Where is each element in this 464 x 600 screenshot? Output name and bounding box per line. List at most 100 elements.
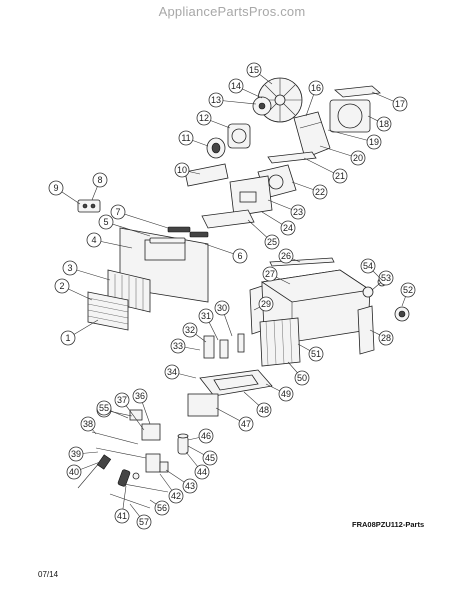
base-pan [199, 369, 273, 397]
callout-balloon [48, 180, 64, 196]
callout-balloon [308, 80, 324, 96]
callout-49: 49 [278, 386, 294, 402]
callout-number: 48 [259, 405, 269, 415]
callout-number: 41 [117, 511, 127, 521]
callout-balloon [170, 338, 186, 354]
callout-32: 32 [182, 322, 198, 338]
callout-leader-19 [327, 129, 375, 143]
model-label: FRA08PZU112-Parts [352, 520, 425, 529]
callout-number: 47 [241, 419, 251, 429]
callout-number: 30 [217, 303, 227, 313]
callout-number: 23 [293, 207, 303, 217]
callout-number: 12 [199, 113, 209, 123]
callout-number: 20 [353, 153, 363, 163]
fan-motor [394, 306, 410, 322]
callout-balloon [256, 402, 272, 418]
callout-31: 31 [198, 308, 214, 324]
callout-44: 44 [194, 464, 210, 480]
callout-balloon [228, 78, 244, 94]
callout-balloon [86, 232, 102, 248]
callout-number: 54 [363, 261, 373, 271]
callout-number: 6 [237, 251, 242, 261]
callout-number: 28 [381, 333, 391, 343]
callout-balloon [258, 296, 274, 312]
callout-12: 12 [196, 110, 212, 126]
callout-43: 43 [182, 478, 198, 494]
callout-balloon [278, 248, 294, 264]
callout-balloon [194, 464, 210, 480]
callout-46: 46 [198, 428, 214, 444]
control-bracket [229, 175, 273, 217]
control-knob-panel [77, 199, 101, 213]
callout-balloon [294, 370, 310, 386]
louver-assembly [149, 226, 209, 244]
callout-26: 26 [278, 248, 294, 264]
control-board [141, 423, 161, 441]
callout-56: 56 [154, 500, 170, 516]
callout-balloon [198, 428, 214, 444]
callout-balloon [60, 330, 76, 346]
callout-47: 47 [238, 416, 254, 432]
callout-number: 9 [53, 183, 58, 193]
callout-number: 43 [185, 481, 195, 491]
callout-balloon [208, 92, 224, 108]
callout-number: 24 [283, 223, 293, 233]
callout-19: 19 [366, 134, 382, 150]
callout-group: 1234567891011121314151617181920212223242… [48, 62, 416, 530]
callout-balloon [378, 330, 394, 346]
callout-balloon [66, 464, 82, 480]
callout-number: 29 [261, 299, 271, 309]
compressor-relay-bracket [203, 333, 245, 359]
switch [129, 409, 143, 421]
callout-balloon [196, 110, 212, 126]
callout-15: 15 [246, 62, 262, 78]
drain-tube [269, 257, 335, 267]
callout-24: 24 [280, 220, 296, 236]
date-label: 07/14 [38, 570, 59, 579]
callout-balloon [280, 220, 296, 236]
callout-number: 49 [281, 389, 291, 399]
callout-51: 51 [308, 346, 324, 362]
callout-11: 11 [178, 130, 194, 146]
callout-number: 38 [83, 419, 93, 429]
callout-number: 8 [97, 175, 102, 185]
callout-6: 6 [232, 248, 248, 264]
callout-13: 13 [208, 92, 224, 108]
callout-number: 26 [281, 251, 291, 261]
callout-balloon [376, 116, 392, 132]
callout-number: 31 [201, 311, 211, 321]
power-cord [77, 454, 112, 489]
callout-5: 5 [98, 214, 114, 230]
fan-shroud [329, 99, 371, 133]
callout-number: 19 [369, 137, 379, 147]
callout-number: 40 [69, 467, 79, 477]
callout-balloon [136, 514, 152, 530]
callout-38: 38 [80, 416, 96, 432]
callout-balloon [312, 184, 328, 200]
callout-27: 27 [262, 266, 278, 282]
site-header: AppliancePartsPros.com [158, 4, 306, 19]
clip [132, 472, 140, 480]
callout-balloon [290, 204, 306, 220]
callout-balloon [392, 96, 408, 112]
callout-23: 23 [290, 204, 306, 220]
callout-number: 14 [231, 81, 241, 91]
callout-number: 51 [311, 349, 321, 359]
callout-54: 54 [360, 258, 376, 274]
callout-balloon [366, 134, 382, 150]
callout-balloon [246, 62, 262, 78]
evaporator-coil [259, 317, 301, 367]
callout-balloon [278, 386, 294, 402]
callout-36: 36 [132, 388, 148, 404]
callout-number: 22 [315, 187, 325, 197]
callout-50: 50 [294, 370, 310, 386]
callout-number: 10 [177, 165, 187, 175]
callout-42: 42 [168, 488, 184, 504]
capacitor-run [177, 433, 189, 455]
callout-number: 1 [65, 333, 70, 343]
callout-leader-5 [105, 221, 151, 237]
base-rail [267, 151, 317, 164]
callout-number: 37 [117, 395, 127, 405]
callout-41: 41 [114, 508, 130, 524]
top-cover [184, 163, 229, 187]
